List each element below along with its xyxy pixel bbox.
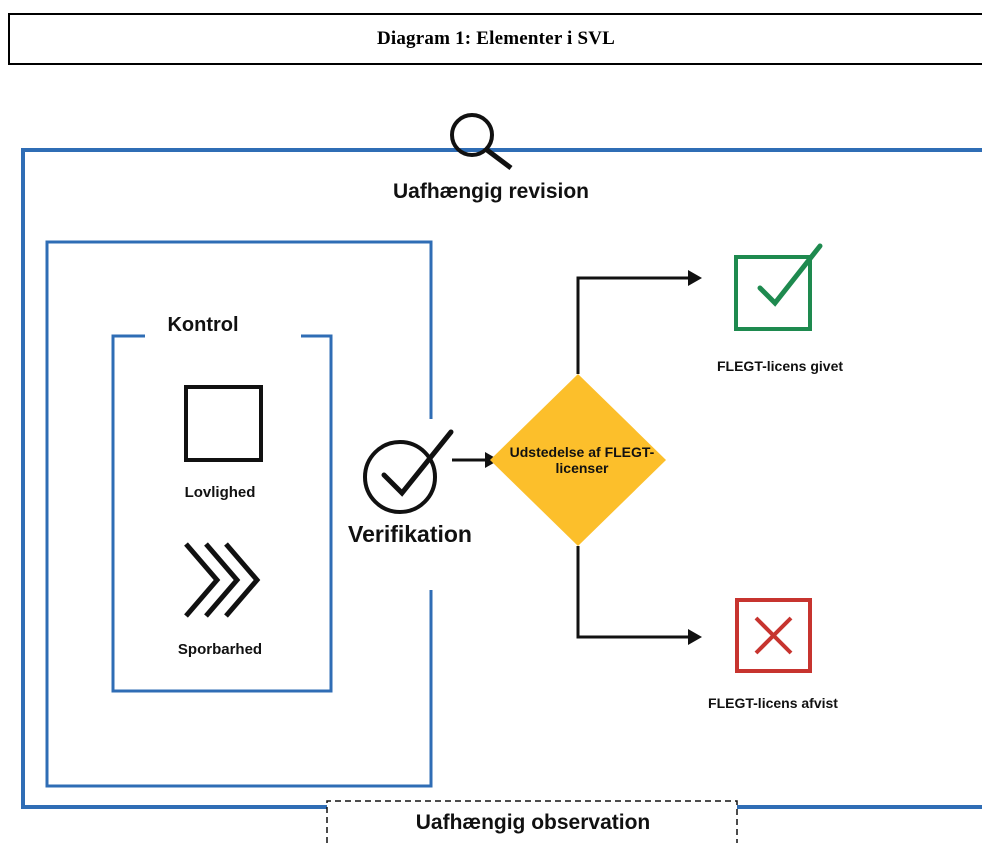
audit-frame xyxy=(21,148,982,809)
arrow-to-denied xyxy=(576,546,702,645)
decision-label: Udstedelse af FLEGT-licenser xyxy=(509,444,655,476)
magnifier-icon xyxy=(450,113,513,170)
control-outer-frame xyxy=(45,240,433,788)
observation-label: Uafhængig observation xyxy=(415,811,651,834)
observation-dashed-frame xyxy=(326,800,738,843)
control-inner-frame xyxy=(111,334,333,693)
license-denied-label: FLEGT-licens afvist xyxy=(708,695,838,711)
diagram-title-box: Diagram 1: Elementer i SVL xyxy=(8,13,982,65)
chevrons-right-icon xyxy=(184,542,261,618)
check-circle-icon xyxy=(363,429,454,514)
control-label: Kontrol xyxy=(167,314,239,336)
square-icon xyxy=(184,385,263,462)
x-box-icon xyxy=(735,598,812,673)
license-given-label: FLEGT-licens givet xyxy=(716,358,844,374)
verification-label: Verifikation xyxy=(348,521,472,547)
audit-label: Uafhængig revision xyxy=(392,180,590,203)
traceability-label: Sporbarhed xyxy=(177,641,263,658)
legality-label: Lovlighed xyxy=(184,484,256,501)
diagram-title: Diagram 1: Elementer i SVL xyxy=(376,28,616,49)
arrow-to-given xyxy=(576,270,702,374)
check-box-icon xyxy=(734,243,823,331)
decision-diamond xyxy=(490,374,666,546)
